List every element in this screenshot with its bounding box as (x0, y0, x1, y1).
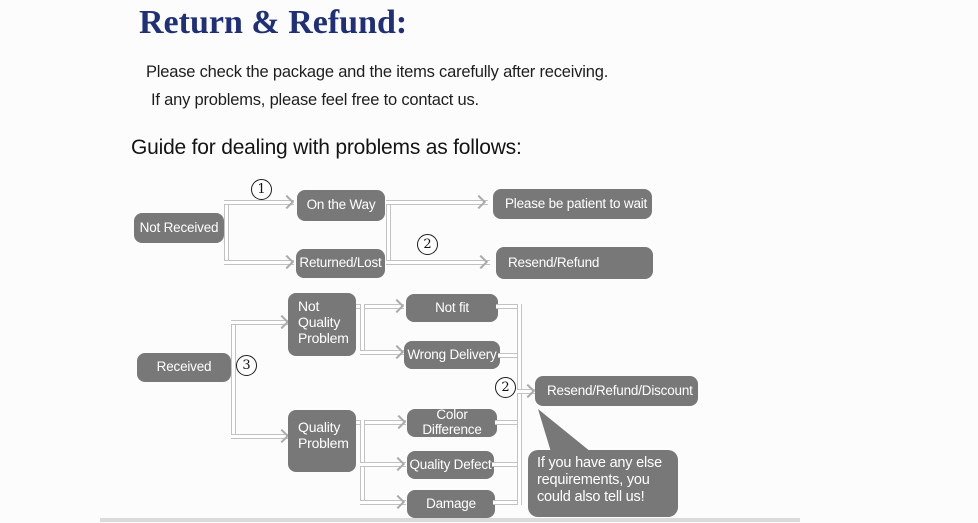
connector-on-the-way-bus (386, 200, 391, 265)
connector-not-received-bus (224, 200, 229, 265)
stub-not-fit (496, 304, 521, 309)
arrowhead-resend-refund-discount (520, 383, 536, 399)
stub-damage (493, 500, 521, 505)
node-resend-refund-label: Resend/Refund (508, 254, 600, 270)
node-not-received: Not Received (134, 213, 224, 243)
step-marker-2-first-number: 2 (423, 237, 432, 252)
connector-received-bus (231, 320, 236, 439)
connector-to-quality-defect (360, 462, 406, 467)
connector-to-on-the-way (224, 200, 294, 205)
intro-line-2: If any problems, please feel free to con… (151, 91, 479, 109)
node-damage-label: Damage (426, 495, 476, 511)
node-quality-defect: Quality Defect (407, 451, 494, 479)
node-returned-lost-label: Returned/Lost (299, 255, 382, 271)
node-received: Received (137, 353, 231, 382)
connector-collector-bus (517, 304, 522, 505)
arrowhead-be-patient (471, 194, 487, 210)
connector-to-color-difference (356, 420, 406, 425)
step-marker-1-number: 1 (257, 182, 266, 197)
connector-to-not-quality (231, 320, 289, 325)
node-on-the-way: On the Way (297, 190, 385, 221)
step-marker-2-first: 2 (417, 234, 438, 255)
intro-line-1: Please check the package and the items c… (146, 63, 609, 81)
node-not-quality-problem-label: Not Quality Problem (298, 298, 349, 347)
guide-heading: Guide for dealing with problems as follo… (131, 136, 522, 159)
note-speech-bubble: If you have any else requirements, you c… (528, 450, 678, 517)
node-damage: Damage (407, 490, 495, 518)
node-resend-refund-discount-label: Resend/Refund/Discount (547, 382, 693, 398)
connector-to-returned-lost (224, 260, 294, 265)
connector-to-resend-refund (386, 260, 490, 265)
node-quality-problem-label: Quality Problem (298, 419, 349, 452)
step-marker-1: 1 (251, 179, 272, 200)
connector-to-resend-refund-discount (517, 389, 536, 394)
arrowhead-not-quality (274, 314, 290, 330)
arrowhead-resend-refund (473, 254, 489, 270)
node-not-fit: Not fit (406, 294, 498, 322)
step-marker-3: 3 (236, 355, 257, 376)
node-wrong-delivery-label: Wrong Delivery (407, 346, 497, 362)
connector-to-quality (231, 434, 289, 439)
connector-to-damage (360, 500, 406, 505)
stub-quality-defect (492, 462, 521, 467)
node-color-difference-label: Color Difference (422, 407, 482, 437)
arrowhead-quality-defect (390, 456, 406, 472)
node-be-patient-label: Please be patient to wait (505, 195, 648, 211)
node-resend-refund-discount: Resend/Refund/Discount (535, 376, 698, 406)
node-be-patient: Please be patient to wait (493, 189, 652, 219)
node-not-fit-label: Not fit (435, 299, 469, 315)
arrowhead-wrong-delivery (389, 344, 405, 360)
node-not-quality-problem: Not Quality Problem (288, 293, 356, 356)
node-received-label: Received (156, 359, 212, 375)
node-on-the-way-label: On the Way (306, 197, 376, 213)
stub-color-difference (495, 420, 521, 425)
connector-not-quality-branch (360, 304, 365, 355)
section-divider (100, 518, 800, 522)
node-not-received-label: Not Received (139, 219, 219, 235)
stub-wrong-delivery (498, 353, 521, 358)
arrowhead-quality (274, 428, 290, 444)
node-color-difference: Color Difference (407, 407, 497, 437)
arrowhead-damage (390, 494, 406, 510)
node-quality-problem: Quality Problem (288, 410, 356, 472)
node-returned-lost: Returned/Lost (296, 249, 385, 278)
connector-to-not-fit (356, 304, 404, 309)
node-resend-refund: Resend/Refund (496, 247, 653, 279)
connector-to-be-patient (386, 200, 488, 205)
step-marker-2-second-number: 2 (501, 380, 510, 395)
node-quality-defect-label: Quality Defect (409, 456, 492, 472)
arrowhead-on-the-way (279, 194, 295, 210)
connector-to-wrong-delivery (360, 350, 404, 355)
arrowhead-color-difference (391, 414, 407, 430)
note-speech-bubble-text: If you have any else requirements, you c… (537, 455, 662, 506)
page-title: Return & Refund: (139, 4, 408, 41)
step-marker-3-number: 3 (242, 358, 251, 373)
node-wrong-delivery: Wrong Delivery (404, 341, 500, 369)
step-marker-2-second: 2 (495, 377, 516, 398)
arrowhead-not-fit (389, 298, 405, 314)
arrowhead-returned-lost (279, 254, 295, 270)
